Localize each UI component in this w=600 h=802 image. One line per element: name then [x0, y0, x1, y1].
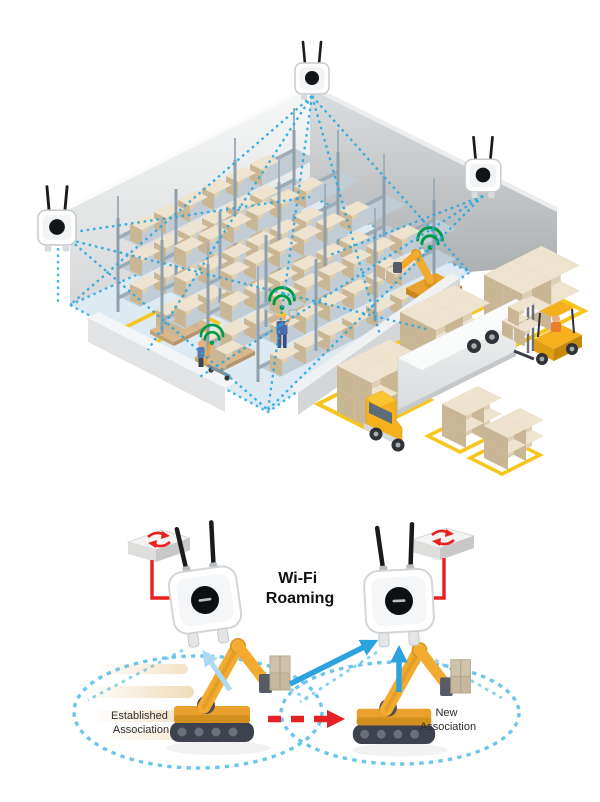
access-point-icon	[36, 185, 78, 254]
wifi-roaming-diagram: Wi-Fi Roaming Established Association Ne…	[72, 520, 521, 770]
wifi-coverage-lines	[69, 95, 484, 411]
left-wall-top-edge	[70, 84, 310, 209]
new-association-arrow	[288, 639, 379, 687]
fading-association-arrow	[202, 649, 233, 692]
access-point-icon	[293, 40, 331, 102]
warehouse-illustration	[36, 40, 589, 476]
access-point-icon	[463, 135, 503, 200]
established-association-label: Established Association	[111, 710, 171, 736]
robot-shadow	[166, 741, 270, 755]
motion-blur	[84, 664, 196, 740]
diagram-title: Wi-Fi Roaming	[266, 570, 334, 607]
truck-icon	[364, 298, 540, 452]
ethernet-cable	[430, 558, 446, 600]
ethernet-cable	[150, 560, 172, 600]
new-association-label: New Association	[420, 707, 476, 733]
roaming-coverage-cones	[87, 648, 503, 704]
forklift-icon	[502, 298, 582, 365]
network-switch-icon	[410, 526, 476, 562]
low-wall-left	[88, 312, 236, 412]
robot-shadow	[352, 743, 448, 757]
